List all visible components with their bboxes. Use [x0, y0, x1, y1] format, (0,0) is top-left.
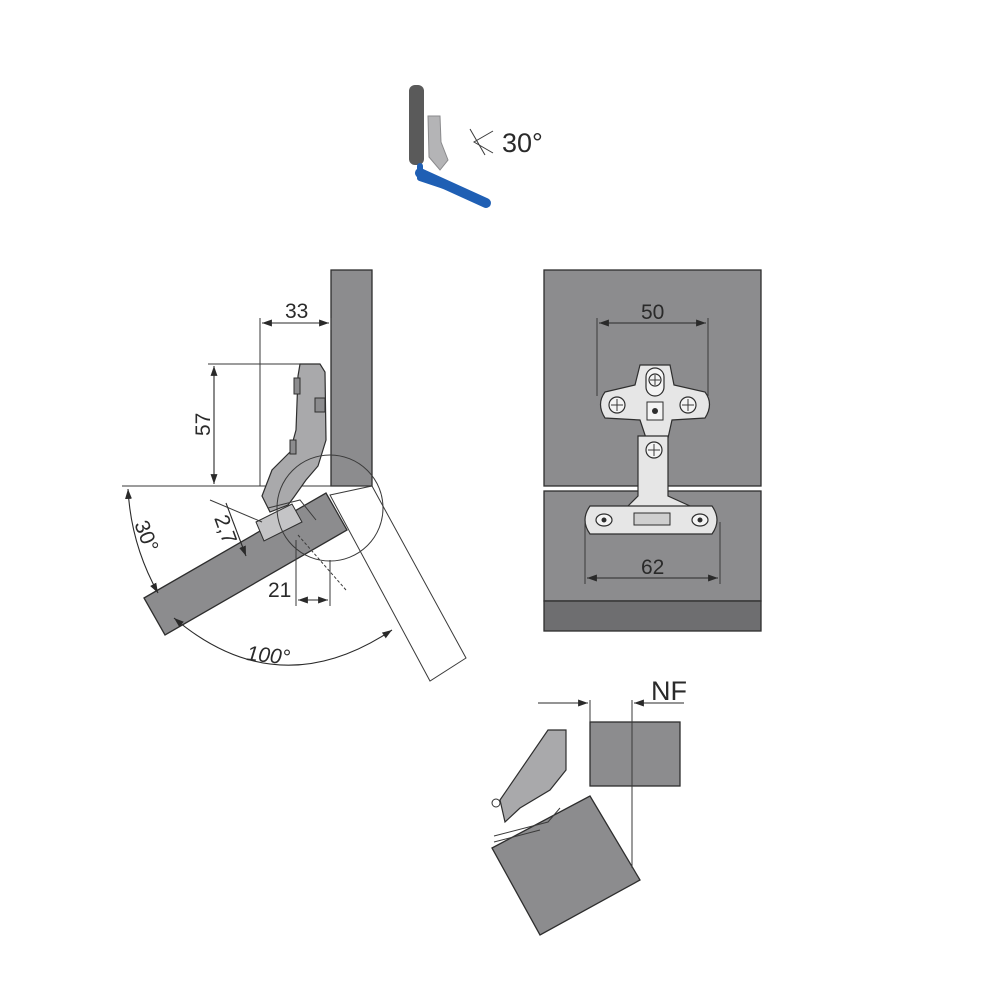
door-open-guide	[297, 534, 347, 591]
dim-33-label: 33	[285, 300, 308, 323]
nf-label: NF	[651, 676, 687, 706]
detail-link-b	[493, 829, 541, 843]
detail-view: NF	[482, 676, 687, 936]
adjust-screw-icon	[645, 367, 665, 397]
dim-50-label: 50	[641, 301, 664, 324]
hinge-arm	[261, 363, 327, 513]
icon-frame-bar	[409, 85, 424, 165]
door-open-outline	[329, 485, 467, 682]
icon-door-bracket	[417, 163, 453, 191]
cabinet-panel	[330, 269, 373, 487]
plate-dot	[652, 408, 658, 414]
dim-21-label: 21	[268, 579, 291, 602]
screw-icon	[608, 396, 626, 414]
side-view: 33 57 2,7 30° 21 100°	[122, 269, 467, 682]
dim-2-7-label: 2,7	[209, 512, 241, 547]
cup-screw-icon	[595, 513, 613, 527]
dim-30-arc	[125, 488, 159, 594]
dim-62-label: 62	[641, 556, 664, 579]
cup-screw-icon	[691, 513, 709, 527]
front-door-edge	[543, 600, 762, 632]
hinge-clip-lower	[289, 439, 297, 455]
front-view: 50 62	[543, 269, 762, 632]
dim-100-arc	[173, 617, 393, 666]
dim-2-7-line	[225, 502, 247, 557]
dim-30-label: 30°	[129, 517, 162, 555]
detail-pivot	[491, 798, 501, 808]
hinge-screw	[314, 397, 326, 413]
detail-door-panel	[491, 795, 641, 936]
angle-icon: 30°	[409, 85, 543, 208]
icon-hinge-shape	[427, 115, 449, 171]
detail-cabinet-panel	[589, 721, 681, 787]
screw-icon	[645, 441, 663, 459]
dim-100-label: 100°	[245, 642, 291, 669]
detail-link	[493, 807, 561, 837]
angle-symbol-icon	[469, 128, 494, 156]
door-panel	[143, 492, 348, 636]
dim-57-label: 57	[192, 413, 215, 436]
icon-angle-label: 30°	[502, 128, 543, 158]
hinge-clip	[293, 377, 301, 395]
screw-icon	[679, 396, 697, 414]
detail-hinge-arm	[499, 729, 567, 824]
hinge-link	[267, 499, 317, 521]
cup-slot	[633, 512, 671, 526]
dim-2-7-ext	[209, 499, 263, 523]
